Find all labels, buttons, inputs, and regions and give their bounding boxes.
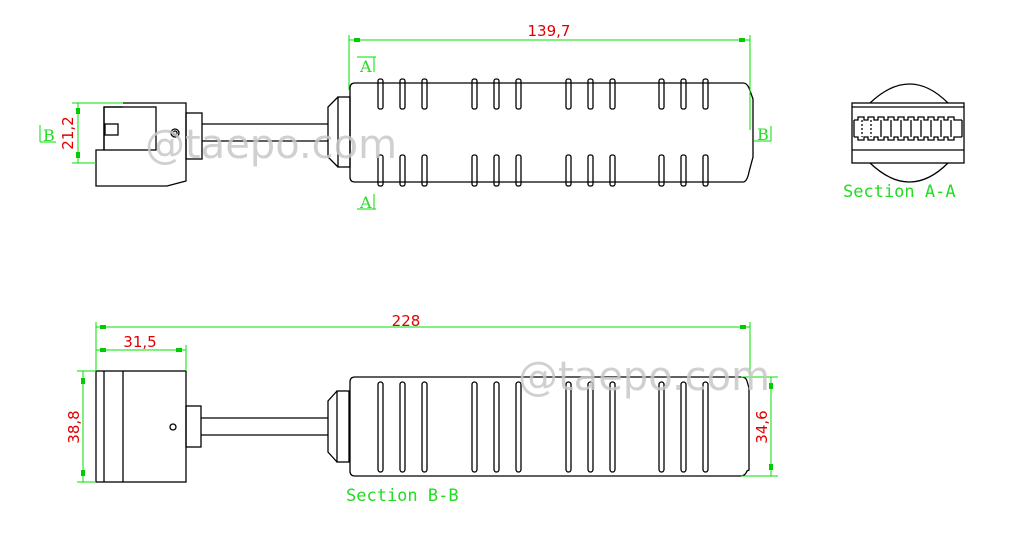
dimension-139-7: 139,7 (348, 22, 751, 130)
side-slots (377, 381, 709, 473)
svg-text:B: B (43, 126, 55, 145)
dimension-34-6: 34,6 (741, 376, 778, 477)
top-view: 139,7 21,2 A A B (39, 22, 772, 212)
top-ribs (377, 78, 709, 187)
dimension-label-height: 21,2 (59, 116, 77, 149)
svg-text:A: A (359, 57, 372, 76)
dimension-31-5: 31,5 (96, 333, 187, 371)
section-marker-a-top: A (357, 56, 376, 76)
watermark-top: @taepo.com (145, 122, 397, 168)
section-marker-b-right: B (754, 125, 772, 144)
dimension-label-connector-length: 31,5 (123, 333, 156, 351)
top-connector (95, 102, 203, 187)
dimension-21-2: 21,2 (59, 102, 123, 164)
section-a-a-label: Section A-A (843, 182, 956, 202)
section-marker-a-bottom: A (357, 193, 376, 212)
top-body (349, 82, 754, 183)
dimension-label-connector-height: 38,8 (65, 410, 83, 443)
svg-text:B: B (757, 125, 769, 144)
section-marker-b-left: B (39, 125, 56, 145)
section-a-a-view: Section A-A (843, 83, 965, 202)
svg-text:A: A (359, 193, 372, 212)
dimension-label-total-length: 228 (392, 312, 421, 330)
dimension-label-length: 139,7 (528, 22, 571, 40)
watermark-bottom: @taepo.com (518, 354, 770, 400)
side-connector (95, 370, 202, 483)
section-b-b-label: Section B-B (346, 486, 459, 506)
section-b-b-view: 228 31,5 38,8 34,6 Section B- (65, 312, 778, 506)
dimension-228: 228 (95, 312, 751, 380)
dimension-label-body-height: 34,6 (753, 410, 771, 443)
dimension-38-8: 38,8 (65, 370, 96, 483)
